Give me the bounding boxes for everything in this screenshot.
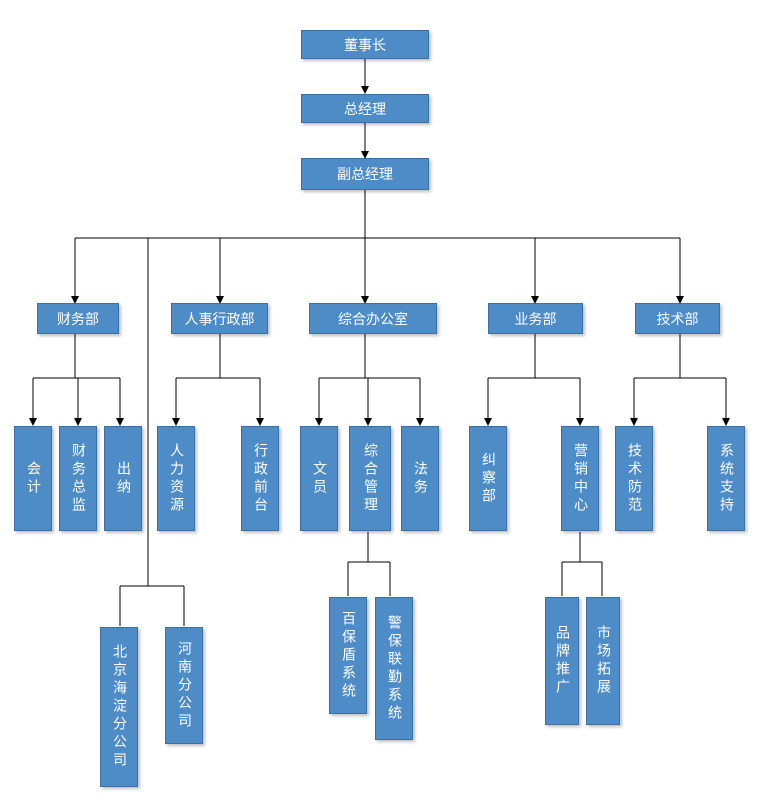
- node-business-dept: 业务部: [488, 303, 583, 334]
- node-legal: 法务: [401, 426, 439, 531]
- node-accounting: 会计: [14, 426, 52, 531]
- node-marketing-center: 营销中心: [561, 426, 599, 531]
- node-tech-defense: 技术防范: [615, 426, 653, 531]
- node-cashier: 出纳: [104, 426, 142, 531]
- node-beijing-haidian-branch: 北京海淀分公司: [100, 627, 138, 787]
- node-general-management: 综合管理: [349, 426, 391, 531]
- node-system-support: 系统支持: [707, 426, 745, 531]
- node-hr-resources: 人力资源: [157, 426, 195, 531]
- node-market-expansion: 市场拓展: [586, 597, 620, 725]
- node-vice-general-manager: 副总经理: [301, 158, 429, 190]
- node-general-office: 综合办公室: [309, 303, 437, 334]
- node-tech-dept: 技术部: [635, 303, 720, 334]
- node-finance-dept: 财务部: [37, 303, 119, 334]
- node-clerk: 文员: [300, 426, 338, 531]
- node-admin-front-desk: 行政前台: [241, 426, 279, 531]
- node-inspection-dept: 纠察部: [469, 426, 507, 531]
- node-baobaodun-system: 百保盾系统: [329, 597, 367, 714]
- node-henan-branch: 河南分公司: [165, 627, 203, 744]
- node-chairman: 董事长: [301, 30, 429, 59]
- node-hr-admin-dept: 人事行政部: [171, 303, 268, 334]
- node-general-manager: 总经理: [301, 94, 429, 123]
- node-brand-promotion: 品牌推广: [545, 597, 579, 725]
- node-finance-director: 财务总监: [59, 426, 97, 531]
- node-police-security-system: 警保联勤系统: [375, 597, 413, 740]
